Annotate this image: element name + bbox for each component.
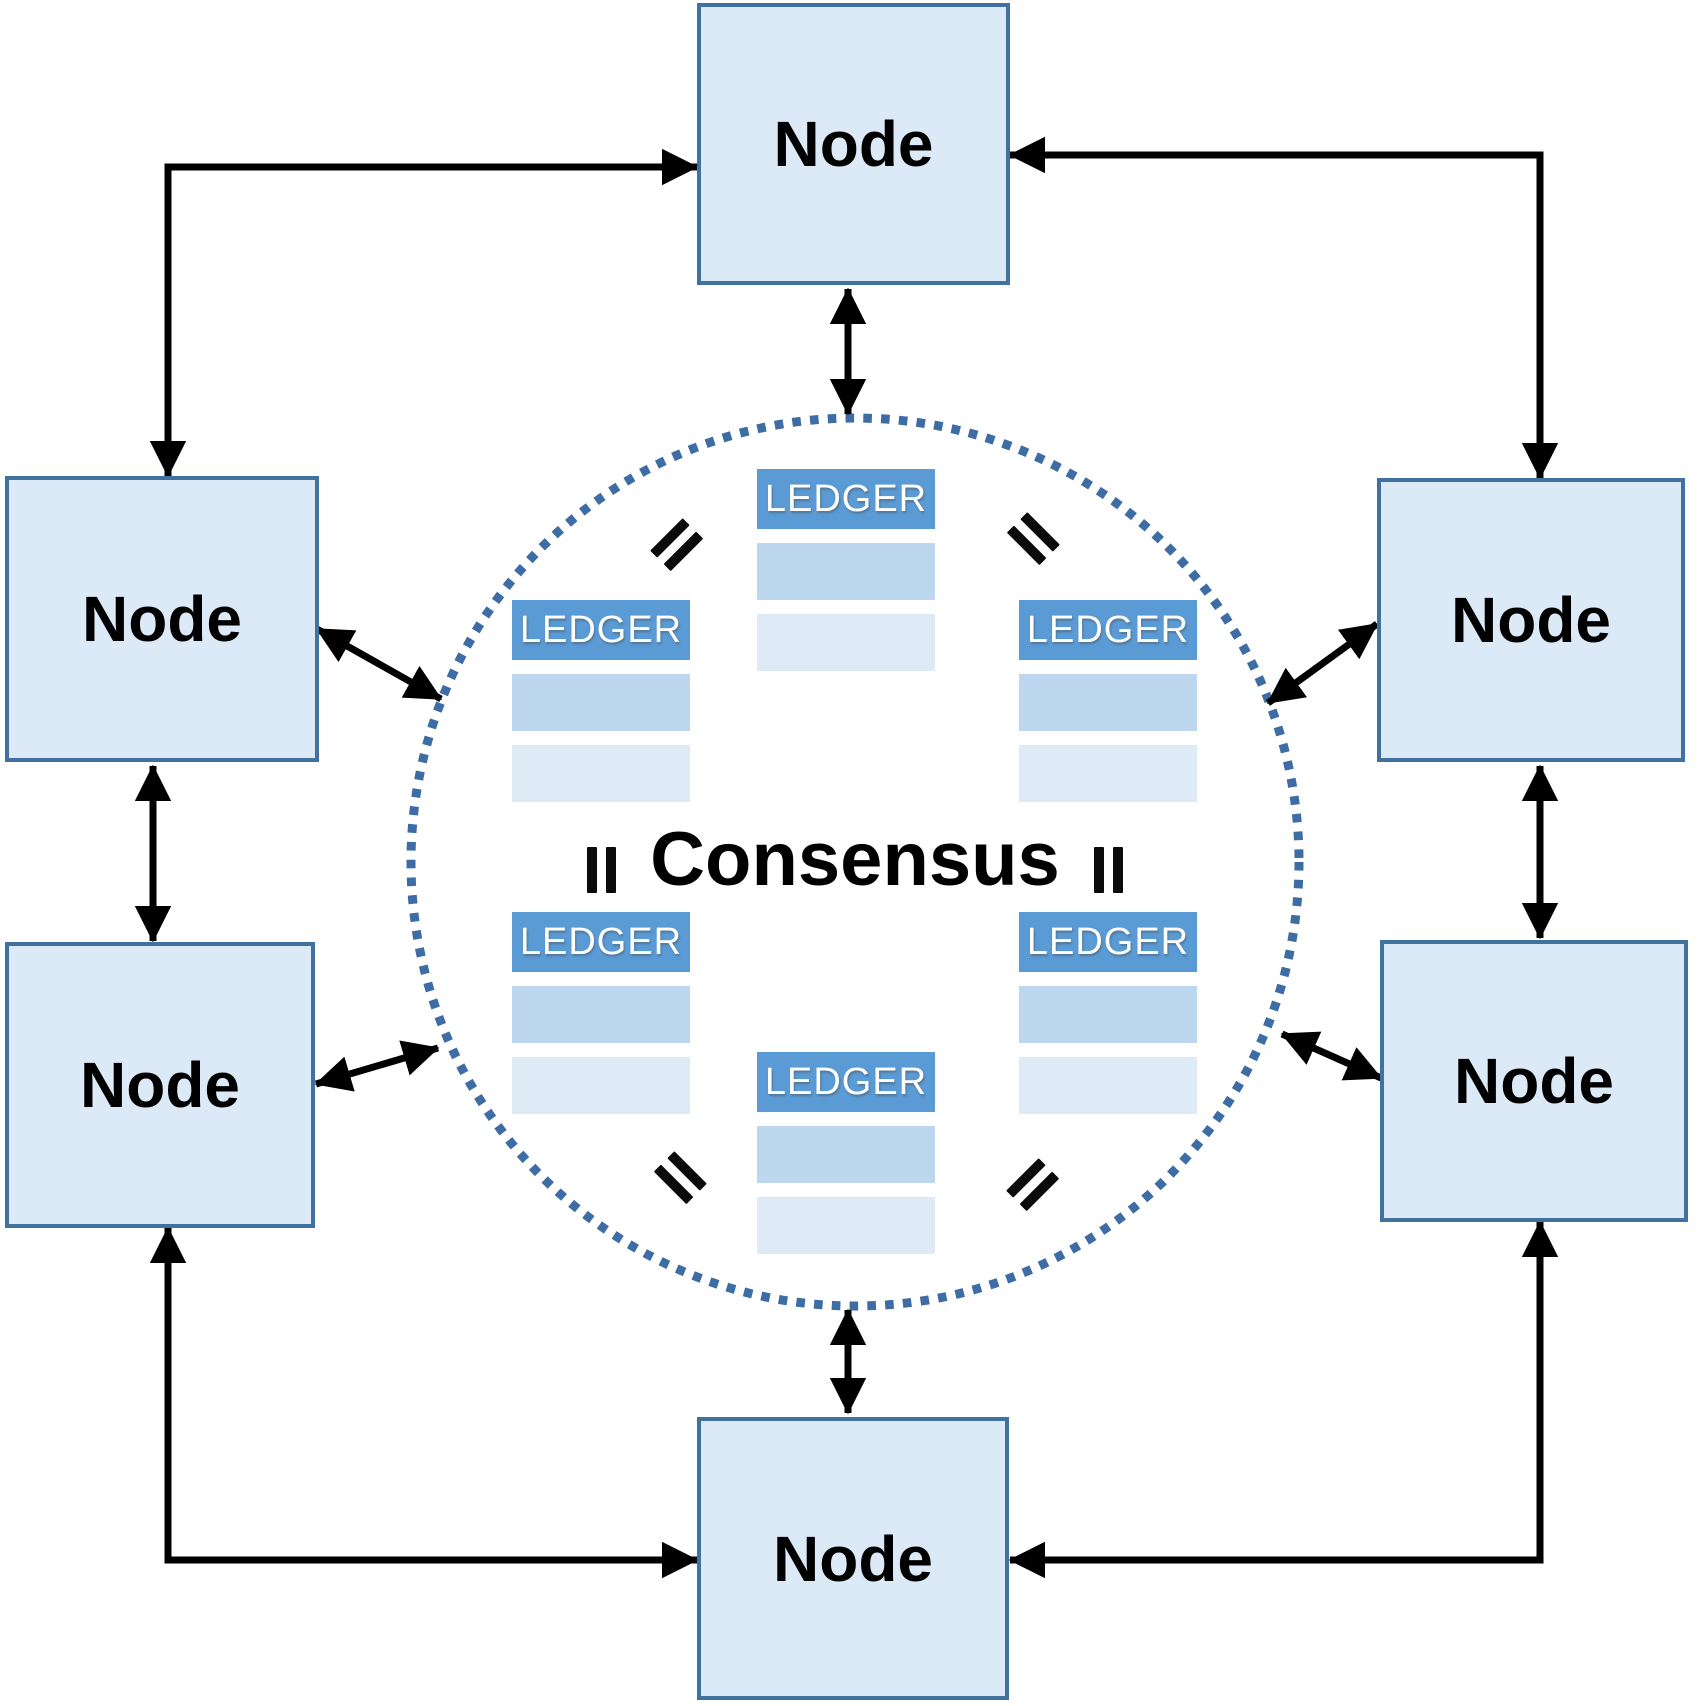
ledger-header: LEDGER [757, 1052, 935, 1112]
ledger-upper-left: LEDGER [512, 600, 690, 802]
node-box-bottom: Node [697, 1417, 1009, 1700]
ledger-header: LEDGER [512, 600, 690, 660]
node-label: Node [82, 583, 242, 655]
ledger-row [1019, 674, 1197, 731]
node-label: Node [773, 1522, 933, 1595]
ledger-header: LEDGER [757, 469, 935, 529]
arrow-right-upper-node-to-circle [1265, 621, 1380, 706]
arrow-right-lower-node-to-circle [1280, 1030, 1383, 1082]
ledger-header: LEDGER [1019, 600, 1197, 660]
node-box-left-upper: Node [5, 476, 319, 762]
ledger-row [1019, 1057, 1197, 1114]
node-box-left-lower: Node [5, 942, 315, 1228]
ledger-lower-left: LEDGER [512, 912, 690, 1114]
consensus-dotted-circle [406, 413, 1304, 1311]
ledger-row [757, 543, 935, 600]
arrow-left-upper-node-to-circle [315, 625, 443, 703]
ledger-row [1019, 745, 1197, 802]
node-box-right-lower: Node [1380, 940, 1688, 1222]
node-box-top: Node [697, 3, 1010, 285]
ledger-upper-right: LEDGER [1019, 600, 1197, 802]
ledger-row [1019, 986, 1197, 1043]
node-label: Node [1454, 1045, 1614, 1117]
ledger-header: LEDGER [1019, 912, 1197, 972]
ledger-lower-right: LEDGER [1019, 912, 1197, 1114]
node-box-right-upper: Node [1377, 478, 1685, 762]
node-label: Node [80, 1049, 240, 1121]
ledger-row [512, 745, 690, 802]
arrow-bottom-to-left-lower [149, 1226, 699, 1579]
consensus-label: Consensus [650, 817, 1060, 902]
arrow-top-to-left-upper [149, 148, 699, 478]
arrow-left-lower-node-to-circle [314, 1040, 440, 1092]
node-label: Node [773, 108, 934, 180]
ledger-row [512, 674, 690, 731]
arrow-bottom-to-right-lower [1008, 1220, 1559, 1579]
ledger-bottom: LEDGER [757, 1052, 935, 1254]
ledger-header: LEDGER [512, 912, 690, 972]
ledger-row [512, 986, 690, 1043]
ledger-row [512, 1057, 690, 1114]
ledger-top: LEDGER [757, 469, 935, 671]
arrow-top-to-right-upper [1008, 136, 1559, 480]
ledger-row [757, 1126, 935, 1183]
ledger-row [757, 614, 935, 671]
node-label: Node [1451, 584, 1611, 656]
ledger-row [757, 1197, 935, 1254]
